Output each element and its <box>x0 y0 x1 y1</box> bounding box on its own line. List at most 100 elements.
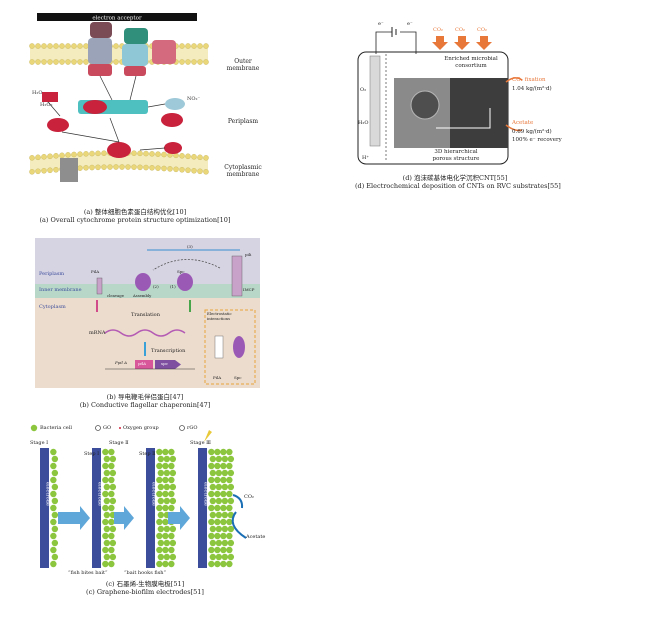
lipid-head <box>53 59 59 65</box>
bacteria-cell <box>226 518 233 526</box>
bacteria-cell <box>108 476 115 484</box>
bacteria-cell <box>163 483 171 491</box>
bacteria-cell <box>220 504 227 512</box>
lipid-head <box>161 151 167 158</box>
bacteria-cell <box>226 462 233 470</box>
gene-spc-label: spc <box>161 361 168 366</box>
bacteria-cell <box>221 511 229 519</box>
lipid-head <box>113 164 119 170</box>
bacteria-cell <box>157 525 165 533</box>
bacteria-cell <box>209 525 217 533</box>
bacteria-cell <box>169 455 177 463</box>
bacteria-cell <box>50 546 57 554</box>
lipid-head <box>197 59 203 65</box>
lipid-head <box>65 59 71 65</box>
bacteria-cell <box>108 448 115 456</box>
bacteria-cell <box>220 462 227 470</box>
lipid-head <box>29 155 35 161</box>
bacteria-cell <box>163 497 171 505</box>
bacteria-cell <box>108 504 115 512</box>
bacteria-cell <box>51 483 59 491</box>
pili-stack <box>231 255 243 297</box>
acetate-c-label: Acetate <box>246 534 266 540</box>
caption-a-en: (a) Overall cytochrome protein structure… <box>39 216 231 224</box>
co2-c-label: CO₂ <box>244 494 254 500</box>
lipid-head <box>65 152 71 158</box>
mrna-label: mRNA <box>89 330 106 336</box>
bacteria-cell <box>156 476 163 484</box>
bacteria-cell <box>50 448 57 456</box>
bacteria-cell <box>220 546 227 554</box>
bacteria-cell <box>109 553 117 561</box>
bacteria-cell <box>168 490 175 498</box>
bacteria-cell <box>227 455 235 463</box>
bacteria-cell <box>215 483 223 491</box>
bacteria-cell <box>169 553 177 561</box>
co2-d2-label: CO₂ <box>455 27 465 33</box>
bacteria-cell <box>209 469 217 477</box>
lipid-head <box>53 43 59 49</box>
bacteria-cell <box>50 518 57 526</box>
process-arrow-1 <box>58 506 90 530</box>
lipid-head <box>197 43 203 49</box>
bacteria-cell <box>102 532 109 540</box>
bacteria-cell <box>226 504 233 512</box>
bacteria-cell <box>109 497 117 505</box>
legend-rgo-icon <box>179 425 185 431</box>
lipid-head <box>185 167 191 174</box>
bacteria-cell <box>162 490 169 498</box>
bacteria-cell <box>103 469 111 477</box>
electrostatic-box <box>204 309 256 385</box>
step1-label: Step Ⅰ <box>84 451 100 457</box>
bacteria-cell <box>208 448 215 456</box>
bacteria-cell <box>227 525 235 533</box>
bacteria-cell <box>214 518 221 526</box>
lipid-head <box>83 151 89 157</box>
acetate-arrow <box>505 124 523 132</box>
bacteria-cell <box>50 532 57 540</box>
bacteria-cell <box>108 560 115 568</box>
bacteria-cell <box>163 553 171 561</box>
bacteria-cell <box>109 469 117 477</box>
bacteria-cell <box>226 546 233 554</box>
lipid-head <box>77 151 83 157</box>
bacteria-cell <box>220 490 227 498</box>
step3-label: (3) <box>187 244 193 249</box>
lipid-head <box>41 168 47 174</box>
lipid-head <box>131 164 137 170</box>
stage2-label: Stage Ⅱ <box>109 440 129 446</box>
lipid-head <box>119 164 125 170</box>
bacteria-cell <box>226 560 233 568</box>
lipid-head <box>71 43 77 49</box>
bacteria-cell <box>102 504 109 512</box>
recovery-label: 100% e⁻ recovery <box>512 137 562 143</box>
pili-label: pili <box>245 252 252 257</box>
process-arrow-2 <box>114 506 134 530</box>
electrostatic-label: Electrostatic interactions <box>207 311 232 321</box>
bacteria-cell <box>103 497 111 505</box>
lipid-head <box>65 43 71 49</box>
panel-d: e⁻ e⁻ CO₂ CO₂ CO₂ Enriched microbial con… <box>340 10 562 170</box>
quinone-protein <box>60 158 78 182</box>
bacteria-cell <box>103 525 111 533</box>
step1-label: (1) <box>170 284 176 289</box>
gene-spc <box>155 360 181 369</box>
inner-membrane-label: Inner membrane <box>39 287 82 293</box>
lipid-head <box>107 164 113 170</box>
lipid-head <box>59 152 65 159</box>
bacteria-cell <box>168 560 175 568</box>
bacteria-cell <box>214 448 221 456</box>
electrode-label: electrode <box>97 482 103 506</box>
bacteria-cell <box>209 511 217 519</box>
bacteria-cell <box>168 504 175 512</box>
lipid-head <box>149 165 155 171</box>
lipid-head <box>143 150 149 157</box>
electron-flow-arrows <box>47 75 166 151</box>
bacteria-cell <box>168 448 175 456</box>
caption-b-cn: (b) 导电鞭毛伴侣蛋白[47] <box>106 393 184 401</box>
bacteria-cell <box>215 497 223 505</box>
lipid-head <box>167 166 173 172</box>
bacteria-cell <box>214 462 221 470</box>
bacteria-cell <box>51 511 59 519</box>
